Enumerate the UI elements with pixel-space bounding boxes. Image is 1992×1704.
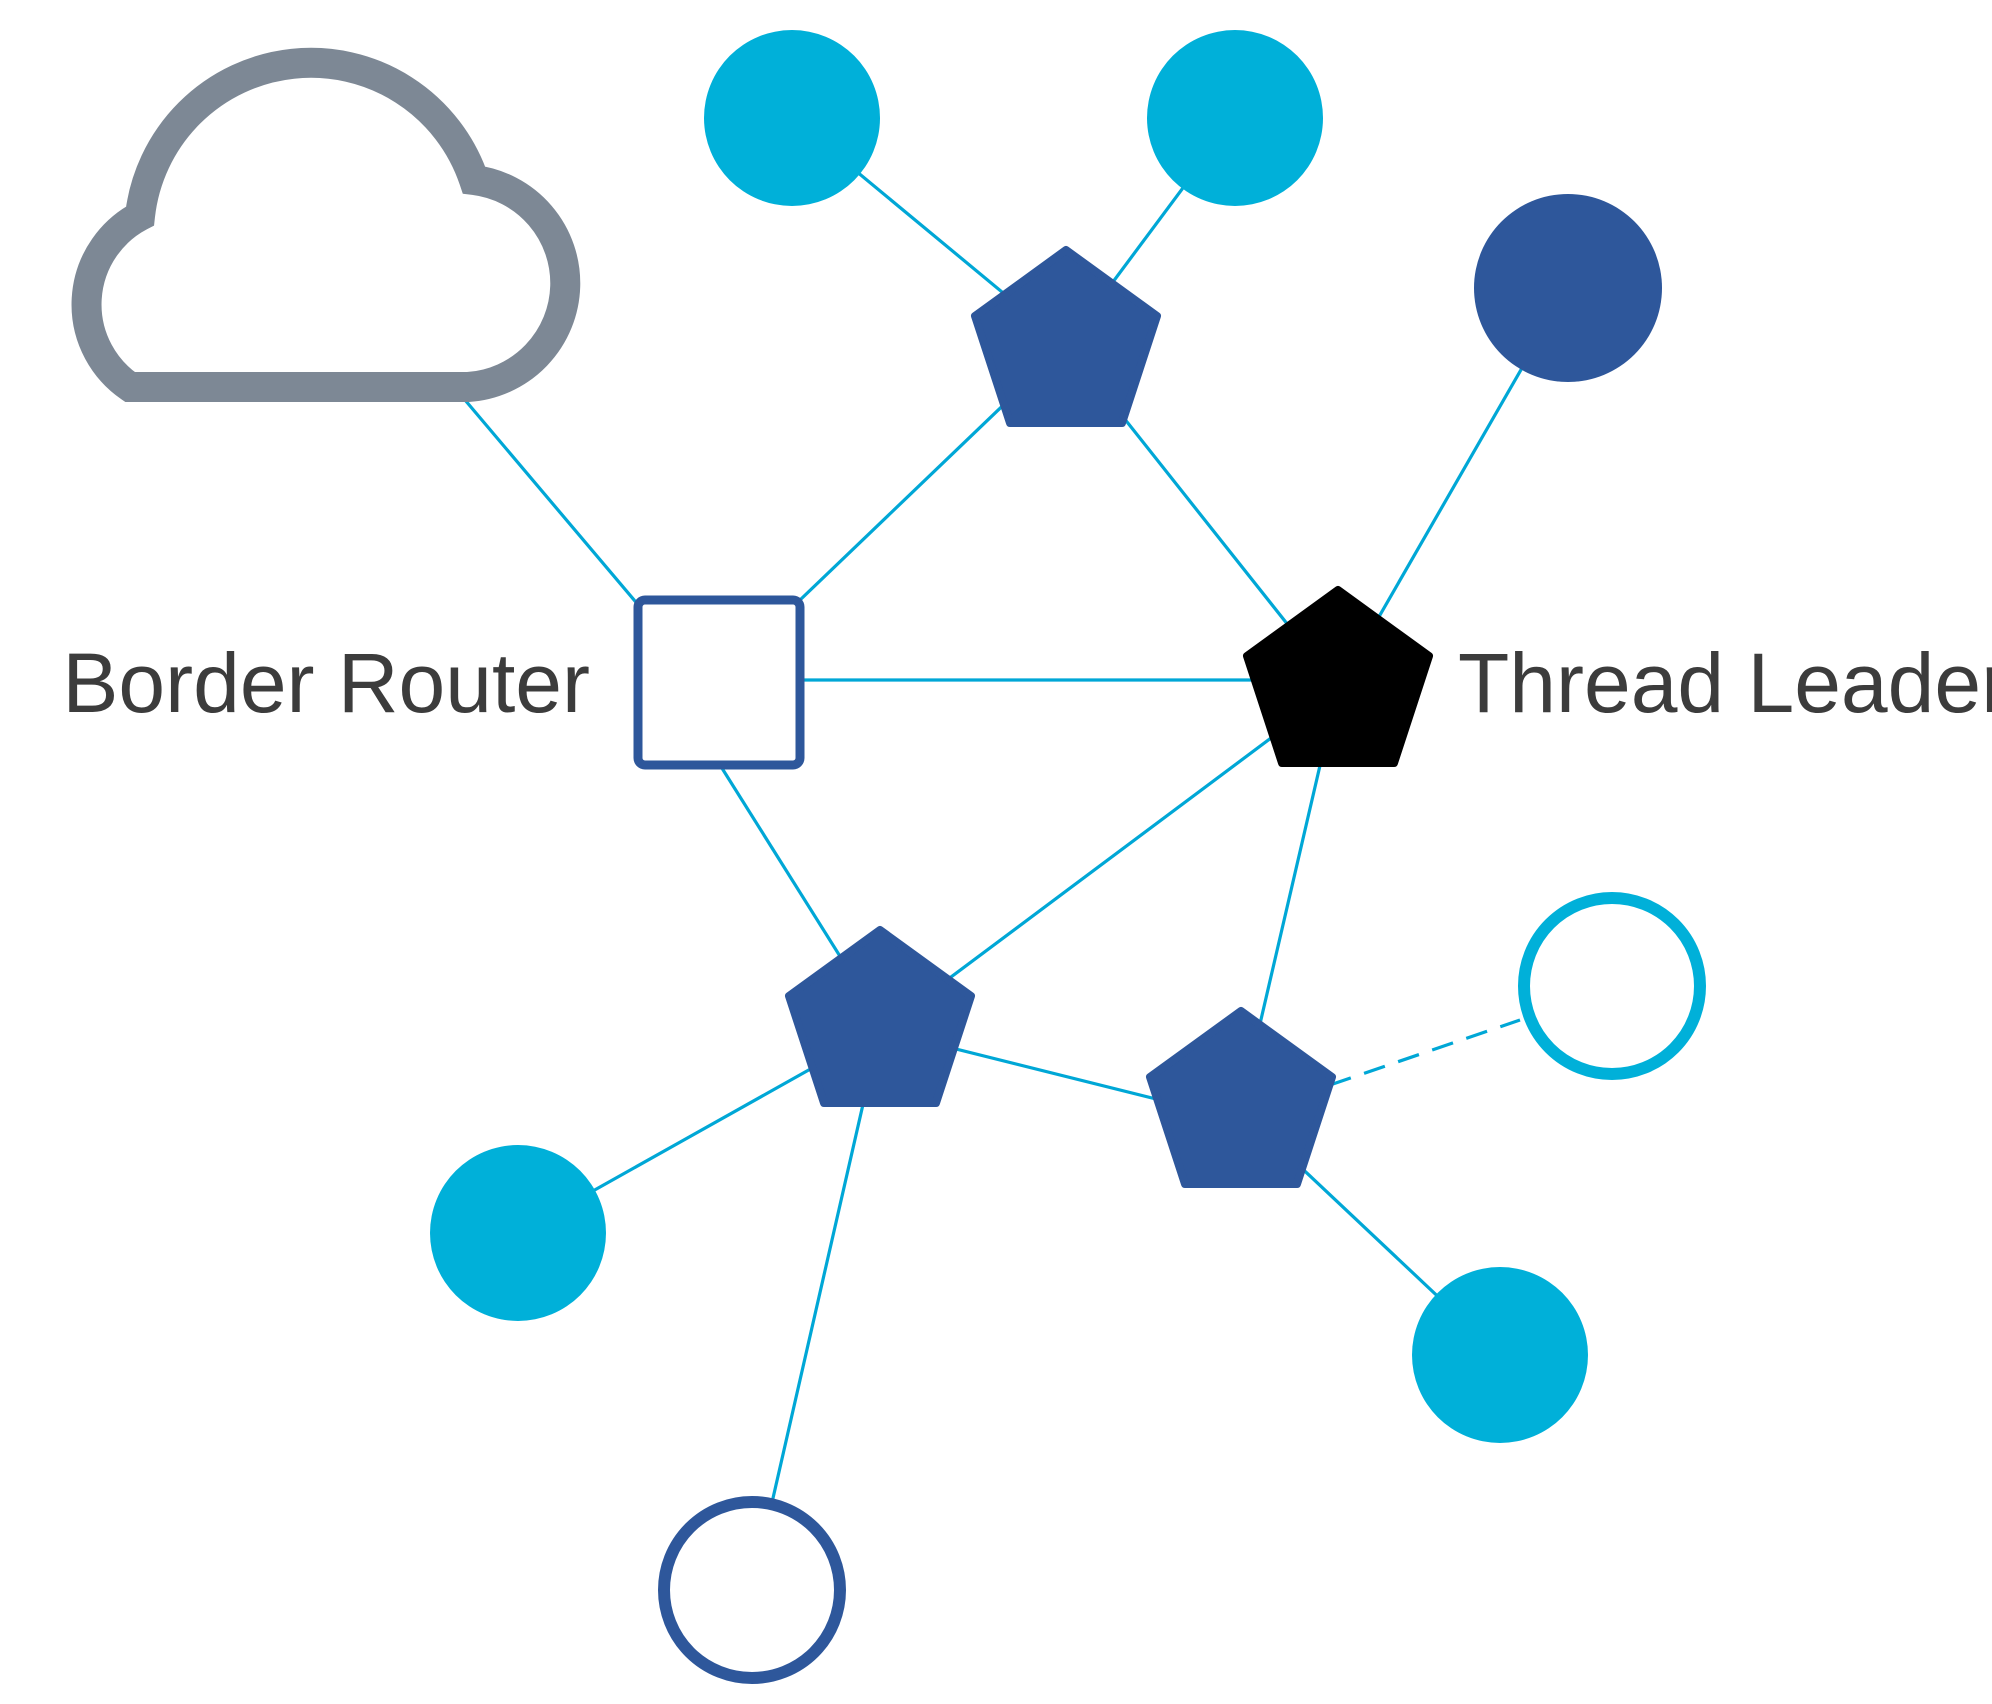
unconnected-device-right [1518,892,1706,1080]
router-top-pentagon-icon [971,246,1161,427]
end-device-bottom-right [1412,1267,1588,1443]
unconnected-device-bottom [658,1496,846,1684]
border-router-label: Border Router [62,636,590,730]
link-thread-leader-router-bottom-left [879,686,1339,1032]
router-bottom-right-pentagon-icon [1146,1007,1336,1188]
border-router-square-outline-icon [633,595,805,770]
thread-leader-label: Thread Leader [1458,636,1992,730]
link-cloud-border-router [463,398,642,609]
link-router-bottom-left-unconnected-device-bottom [750,1029,882,1591]
router-eligible-end-device-right [1474,194,1662,382]
link-router-bottom-right-unconnected-device-right [1329,1018,1521,1087]
thread-leader-pentagon-icon [1243,586,1433,767]
cloud-icon [71,47,581,402]
router-bottom-left-pentagon-icon [785,926,975,1107]
end-device-top-right [1147,30,1323,206]
end-device-top-left [704,30,880,206]
end-device-bottom-left [430,1145,606,1321]
